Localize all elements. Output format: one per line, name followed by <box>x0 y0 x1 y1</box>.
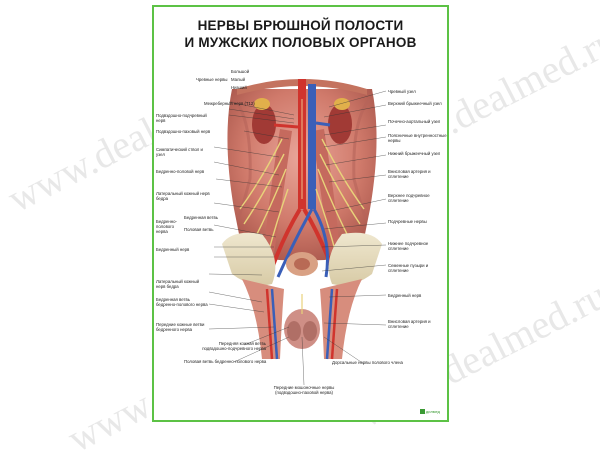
poster-title-line-2: И МУЖСКИХ ПОЛОВЫХ ОРГАНОВ <box>184 35 417 50</box>
label-femoral-branch-gf: Бедренная ветвь бедренно-полового нерва <box>156 297 208 307</box>
anatomy-poster: НЕРВЫ БРЮШНОЙ ПОЛОСТИ И МУЖСКИХ ПОЛОВЫХ … <box>152 5 449 422</box>
label-genital-branch: Половая ветвь <box>184 227 214 232</box>
label-lateral-cutaneous-2: Латеральный кожный нерв бедра <box>156 279 200 289</box>
label-genital-branch-gf: Половая ветвь бедренно-полового нерва <box>184 359 267 364</box>
label-greater-splanchnic: Большой <box>231 69 250 74</box>
label-femoral-nerve-right: Бедренный нерв <box>388 293 422 298</box>
label-testicular-artery-2: Внисловая артерия и сплетение <box>388 319 431 329</box>
label-intercostal-nerve: Межреберный нерв (Т12) <box>204 101 255 106</box>
label-iliohypogastric: Подвздошно-подчревный нерв <box>156 113 207 123</box>
brand-logo: дилмед <box>419 408 440 414</box>
label-anterior-cutaneous-iliohypogastric: Передняя кожная ветвь подвздошно-подчрев… <box>202 341 266 351</box>
label-testicular-artery-1: Внисловая артерия и сплетение <box>388 169 431 179</box>
label-splanchnic-nerves: Чревные нервы <box>196 77 228 82</box>
label-least-splanchnic: Низший <box>231 85 247 90</box>
label-inferior-mesenteric: Нижний брыжеечный узел <box>388 151 441 156</box>
poster-title-line-1: НЕРВЫ БРЮШНОЙ ПОЛОСТИ <box>197 18 404 33</box>
anatomy-illustration <box>222 79 382 360</box>
label-sympathetic-trunk: Симпатический ствол и узел <box>156 147 203 157</box>
label-lesser-splanchnic: Малый <box>231 77 246 82</box>
label-femoral-branch: Бедренная ветвь <box>184 215 219 220</box>
label-anterior-scrotal: Передние мошоночные нервы (подвздошно-па… <box>273 385 335 395</box>
label-superior-mesenteric: Верхний брыжеечный узел <box>388 101 442 106</box>
label-inferior-hypogastric: Нижнее подчревное сплетение <box>388 241 429 251</box>
brand-logo-icon <box>419 409 425 414</box>
label-celiac-ganglion: Чревный узел <box>388 89 416 94</box>
label-ilioinguinal: Подвздошно-паховый нерв <box>156 129 211 134</box>
label-genitofemoral-group: Бедренно-полового нерва <box>156 219 177 234</box>
label-dorsal-nerves-penis: Дорсальные нервы полового члена <box>332 360 403 365</box>
brand-name: дилмед <box>425 408 440 414</box>
label-anterior-cutaneous: Передние кожные ветви бедренного нерва <box>156 322 205 332</box>
label-leader-lines <box>208 90 387 386</box>
label-lumbar-splanchnic: Поясничные внутренностные нервы <box>388 133 447 143</box>
label-seminal-vesicles: Семенные пузыри и сплетение <box>388 263 429 273</box>
label-genitofemoral: Бедренно-половой нерв <box>156 169 205 174</box>
label-superior-hypogastric: Верхнее подчревное сплетение <box>388 193 430 203</box>
label-aorticorenal: Почечно-аортальный узел <box>388 119 441 124</box>
label-hypogastric-nerves: Подчревные нервы <box>388 219 427 224</box>
label-femoral-nerve-left: Бедренный нерв <box>156 247 190 252</box>
label-lateral-cutaneous-1: Латеральный кожный нерв бедра <box>156 191 210 201</box>
